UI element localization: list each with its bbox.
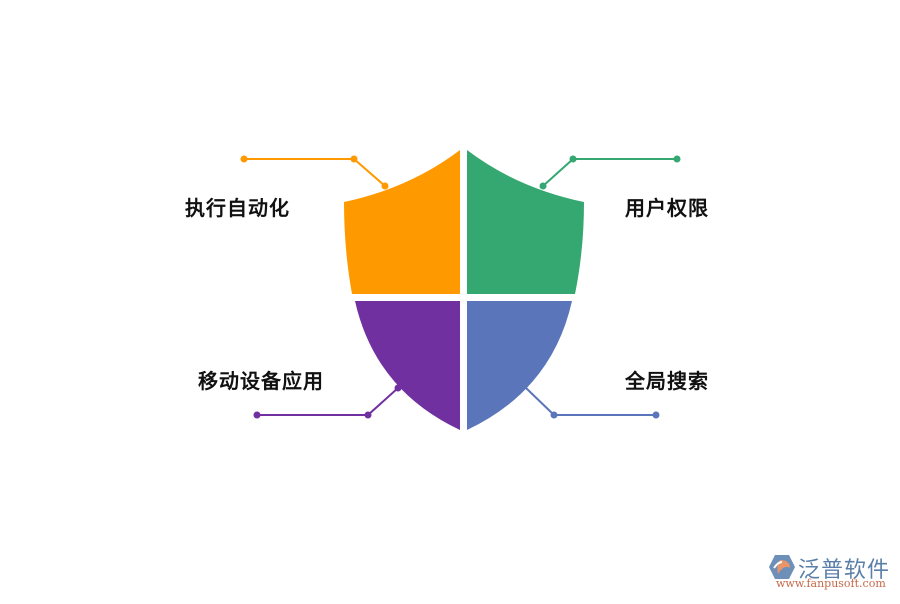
label-top-left: 执行自动化 <box>185 196 290 220</box>
logo-name: 泛普软件 <box>798 558 891 583</box>
quadrant-bottom-left <box>355 301 460 430</box>
connector-bottom-right <box>525 387 660 419</box>
connector-top-left <box>240 155 389 190</box>
quadrant-top-right <box>467 150 584 294</box>
quadrant-top-left <box>344 150 460 294</box>
quadrant-bottom-right <box>467 301 572 430</box>
brand-logo: 泛普软件 www.fanpusoft.com <box>768 552 896 598</box>
connector-bottom-left <box>253 384 402 419</box>
label-bottom-right: 全局搜索 <box>625 369 709 393</box>
logo-url: www.fanpusoft.com <box>776 577 886 590</box>
logo-hexagon-icon <box>769 555 795 579</box>
connector-top-right <box>539 155 681 190</box>
label-bottom-left: 移动设备应用 <box>198 369 324 393</box>
label-top-right: 用户权限 <box>625 196 709 220</box>
